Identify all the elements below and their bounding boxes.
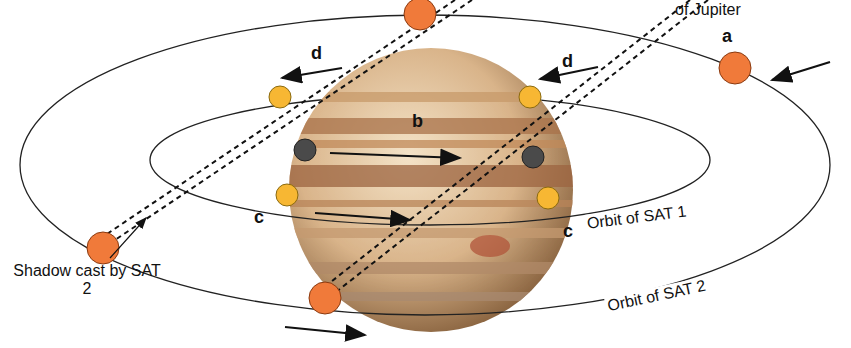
orbit-label: of Jupiter xyxy=(675,1,741,19)
callout-letter: a xyxy=(722,27,732,47)
callout-letter: b xyxy=(412,112,423,132)
callout-letter: d xyxy=(562,52,573,72)
leader-line xyxy=(110,218,146,258)
orbit-label: Orbit of SAT 1 xyxy=(584,202,689,232)
moon-shadow xyxy=(294,139,544,168)
jupiter xyxy=(280,48,590,332)
orbit-label: Orbit of SAT 2 xyxy=(604,276,709,315)
shadow-label: Shadow cast by SAT 2 xyxy=(12,262,162,297)
callout-letter: c xyxy=(563,222,573,242)
sat2-moon xyxy=(87,0,751,314)
shadow-lines xyxy=(98,0,708,292)
motion-arrow xyxy=(282,62,830,335)
callout-letter: c xyxy=(254,208,264,228)
sat1-moon xyxy=(269,86,559,209)
orbit-front xyxy=(20,165,830,315)
callout-letter: d xyxy=(311,44,322,64)
